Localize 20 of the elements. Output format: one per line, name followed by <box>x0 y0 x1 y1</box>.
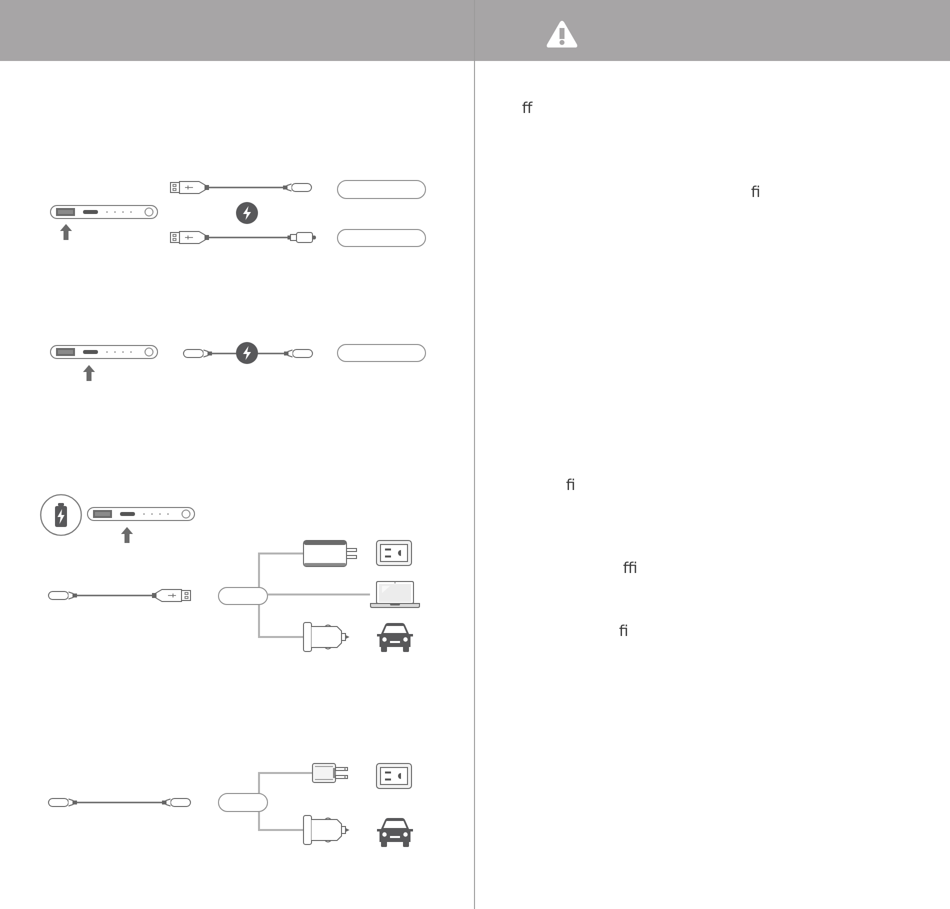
text-fragment: fi <box>751 183 760 201</box>
pill-outline <box>337 180 426 199</box>
text-fragment: fi <box>619 622 628 640</box>
wall-charger-icon <box>312 763 348 783</box>
connector-line <box>258 552 303 587</box>
laptop-icon <box>370 581 420 608</box>
pill-outline <box>337 229 426 247</box>
wall-charger-icon <box>303 540 357 567</box>
car-charger-icon <box>303 815 350 845</box>
text-fragment: fi <box>566 476 576 494</box>
pill-outline <box>337 344 426 362</box>
connector-line <box>258 812 303 831</box>
connector-line <box>258 605 303 638</box>
connector-line <box>268 594 370 596</box>
connector-line <box>258 772 312 793</box>
car-charger-icon <box>303 622 350 652</box>
pill-outline <box>218 793 268 812</box>
pill-outline <box>218 587 268 605</box>
text-fragment: ff <box>522 99 532 117</box>
text-fragment: ffi <box>623 559 638 577</box>
